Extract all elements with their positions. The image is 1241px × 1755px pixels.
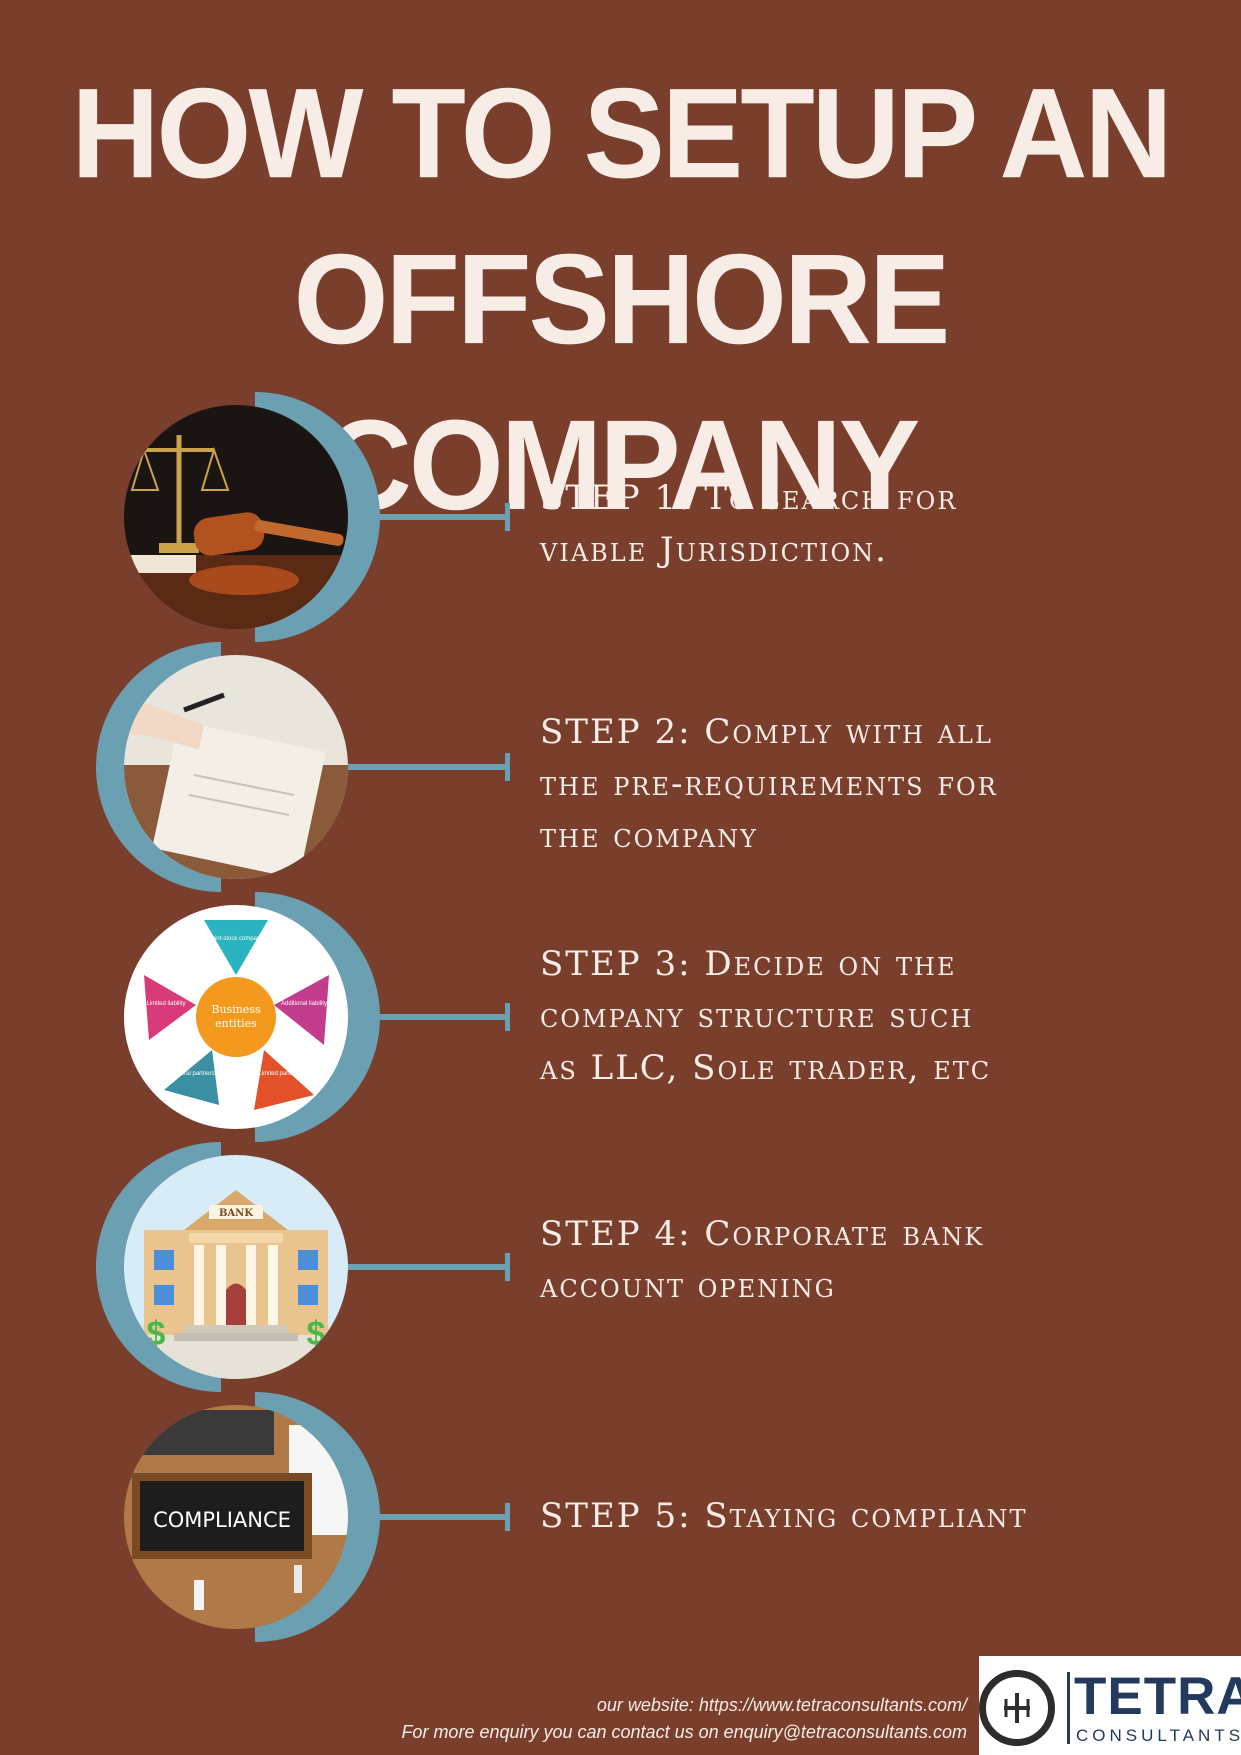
judge-gavel-image <box>124 405 348 629</box>
step-5-connector <box>380 1514 508 1520</box>
step-4-text: STEP 4: Corporate bank account opening <box>540 1214 985 1306</box>
logo-word: TETRA <box>1074 1667 1241 1726</box>
tetra-logo: TETRA CONSULTANTS <box>979 1656 1241 1755</box>
svg-text:COMPLIANCE: COMPLIANCE <box>153 1508 291 1532</box>
step-4: BANK $ $ STEP 4: Corporate bank account … <box>0 1142 1241 1392</box>
step-3: Business entities Joint-stock company Ad… <box>0 892 1241 1142</box>
documents-image <box>124 655 348 879</box>
business-entities-image: Business entities Joint-stock company Ad… <box>124 905 348 1129</box>
logo-subtitle: CONSULTANTS <box>1076 1726 1241 1745</box>
step-5-text: STEP 5: Staying compliant <box>540 1496 1028 1536</box>
step-3-text: STEP 3: Decide on the company structure … <box>540 944 992 1088</box>
svg-text:Business: Business <box>211 1003 261 1016</box>
step-2: STEP 2: Comply with all the pre-requirem… <box>0 642 1241 892</box>
step-2-text: STEP 2: Comply with all the pre-requirem… <box>540 712 998 856</box>
svg-text:Joint-stock company: Joint-stock company <box>209 936 264 942</box>
step-4-connector <box>348 1264 508 1270</box>
logo-mark-icon <box>979 1670 1055 1746</box>
compliance-image: COMPLIANCE <box>124 1405 348 1629</box>
bank-building-image: BANK $ $ <box>124 1155 348 1379</box>
svg-text:entities: entities <box>215 1017 257 1030</box>
svg-text:BANK: BANK <box>219 1208 253 1219</box>
svg-text:Limited liability: Limited liability <box>146 1001 185 1007</box>
title-line-1: HOW TO SETUP AN OFFSHORE <box>71 61 1172 371</box>
page-title: HOW TO SETUP AN OFFSHORE COMPANY <box>0 50 1241 548</box>
svg-text:Limited partnership: Limited partnership <box>258 1071 310 1077</box>
step-1: STEP 1: To search for viable Jurisdictio… <box>0 392 1241 642</box>
step-2-connector <box>348 764 508 770</box>
step-1-text: STEP 1: To search for viable Jurisdictio… <box>540 478 958 570</box>
step-1-connector <box>380 514 508 520</box>
title-line-2: COMPANY <box>323 393 921 537</box>
footer-website: our website: https://www.tetraconsultant… <box>596 1695 967 1715</box>
step-5: COMPLIANCE STEP 5: Staying compliant <box>0 1392 1241 1642</box>
footer-enquiry: For more enquiry you can contact us on e… <box>401 1722 967 1742</box>
svg-text:Additional liability: Additional liability <box>281 1001 327 1007</box>
step-3-connector <box>380 1014 508 1020</box>
svg-text:General partnership: General partnership <box>169 1071 223 1077</box>
